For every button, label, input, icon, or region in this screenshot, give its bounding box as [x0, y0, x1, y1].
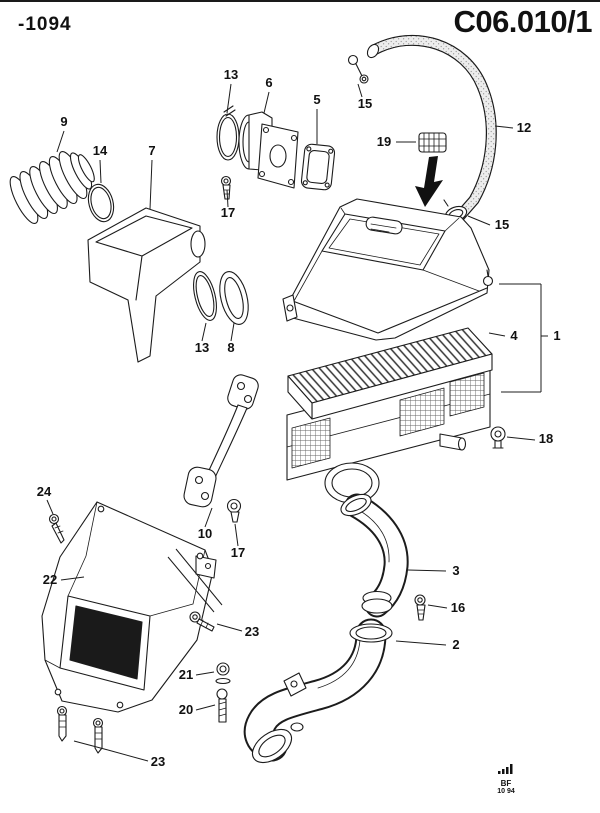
- callout-5: 5: [313, 92, 320, 107]
- part-filter-element-4: [287, 327, 493, 420]
- callout-23-bottom: 23: [151, 754, 165, 769]
- callout-15-right: 15: [495, 217, 509, 232]
- publisher-initials: BF: [500, 778, 512, 788]
- part-bolt-15-top: [347, 54, 369, 84]
- logo-bars-icon: [498, 764, 513, 774]
- callout-12: 12: [517, 120, 531, 135]
- part-air-scoop-22: [41, 501, 217, 713]
- callout-1: 1: [553, 328, 560, 343]
- diagram-code: C06.010/1: [453, 4, 592, 39]
- part-screws-23-bottom: [56, 705, 104, 754]
- part-air-flow-meter-6: [238, 111, 299, 189]
- callout-4: 4: [510, 328, 518, 343]
- callout-14: 14: [93, 143, 108, 158]
- leader-lines: [46, 83, 548, 762]
- part-cover-1: [282, 198, 494, 341]
- callout-21: 21: [179, 667, 193, 682]
- callout-18: 18: [539, 431, 553, 446]
- publisher-mark: BF 10 94: [486, 762, 526, 796]
- callout-15-top: 15: [358, 96, 372, 111]
- callout-13-top: 13: [224, 67, 238, 82]
- part-seal-ring-8: [219, 271, 249, 325]
- callout-6: 6: [265, 75, 272, 90]
- callout-13-mid: 13: [195, 340, 209, 355]
- callout-3: 3: [452, 563, 459, 578]
- part-nut-21: [215, 662, 231, 685]
- callout-8: 8: [227, 340, 234, 355]
- part-grommet-18: [490, 426, 506, 449]
- callout-2: 2: [452, 637, 459, 652]
- part-elbow-hose-3: [340, 493, 409, 618]
- callout-22: 22: [43, 572, 57, 587]
- callout-24: 24: [37, 484, 52, 499]
- callout-23-mid: 23: [245, 624, 259, 639]
- callout-17-mid: 17: [231, 545, 245, 560]
- part-valve-19: [418, 132, 447, 153]
- callout-16: 16: [451, 600, 465, 615]
- callout-labels: 13 6 5 15 12 19 9 14 7 17 15 4 1 13 8 18…: [37, 67, 561, 769]
- part-corrugated-hose-9: [9, 151, 95, 224]
- part-clamp-13-top: [216, 105, 240, 161]
- part-gasket-5: [300, 143, 336, 191]
- assembly-arrow-icon: [415, 156, 443, 207]
- callout-19: 19: [377, 134, 391, 149]
- part-bolt-16: [414, 594, 426, 621]
- part-screw-24: [48, 513, 65, 544]
- page-number: -1094: [18, 14, 72, 35]
- callout-17-top: 17: [221, 205, 235, 220]
- callout-10: 10: [198, 526, 212, 541]
- part-vent-hose-12: [366, 34, 497, 222]
- print-code: 10 94: [497, 788, 515, 796]
- part-nut-17-mid: [226, 498, 242, 523]
- part-screw-23-mid: [189, 611, 215, 632]
- callout-20: 20: [179, 702, 193, 717]
- part-clamp-13-mid: [193, 271, 217, 321]
- part-air-duct-7: [87, 207, 206, 363]
- part-screw-17-top: [220, 175, 232, 200]
- part-bracket-10: [183, 374, 259, 508]
- part-clamp-ring-14: [87, 183, 115, 223]
- part-intake-duct-2: [243, 618, 393, 764]
- callout-9: 9: [60, 114, 67, 129]
- callout-7: 7: [148, 143, 155, 158]
- page-top-rule: [0, 0, 600, 2]
- part-bolt-20: [216, 688, 228, 723]
